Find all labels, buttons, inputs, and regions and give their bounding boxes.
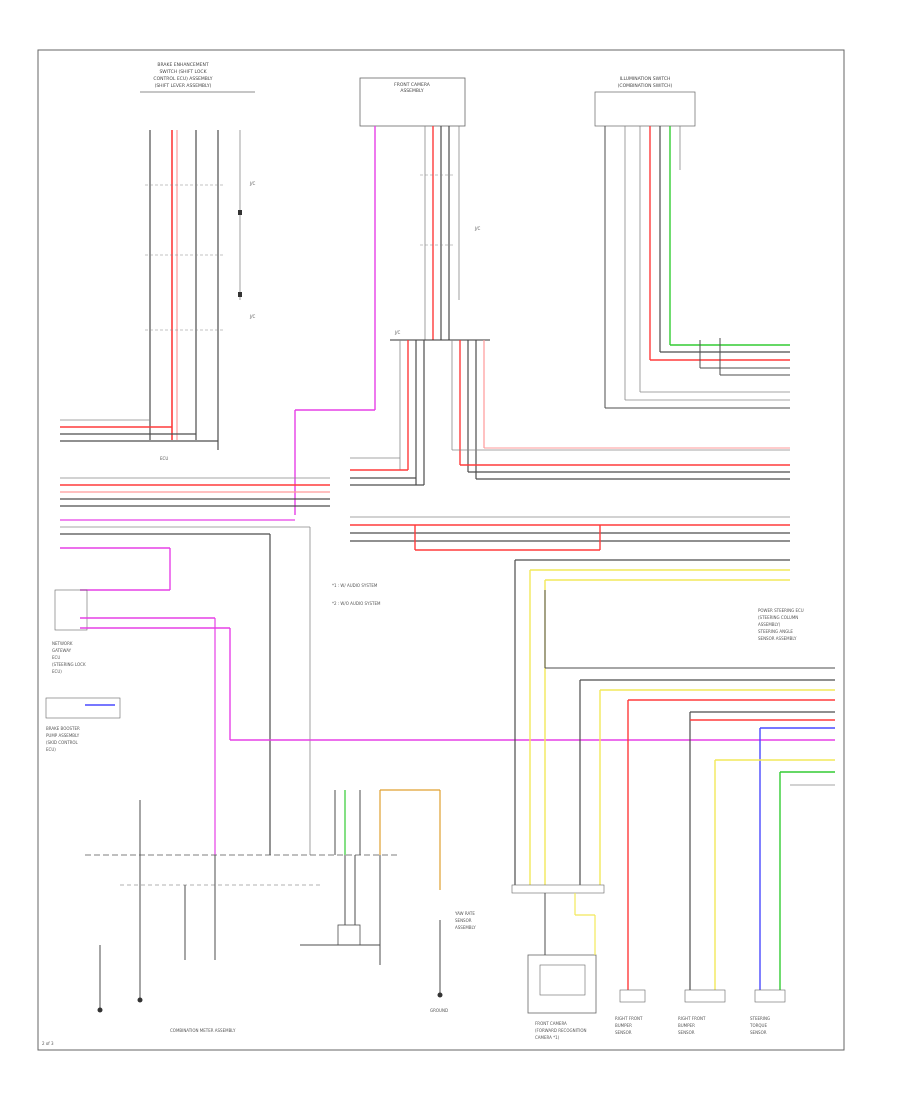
caption-line: SENSOR ASSEMBLY xyxy=(758,636,797,641)
caption-line: ECU xyxy=(52,655,60,660)
caption-line: SENSOR xyxy=(615,1030,632,1035)
caption-line: ECU) xyxy=(52,669,62,674)
caption-line: BUMPER xyxy=(615,1023,632,1028)
caption-line: FRONT CAMERA xyxy=(535,1021,567,1026)
caption-line: (COMBINATION SWITCH) xyxy=(618,83,673,89)
caption-line: SENSOR xyxy=(455,918,472,923)
caption-line: (STEERING LOCK xyxy=(52,662,86,667)
right-bus-group: POWER STEERING ECU (STEERING COLUMN ASSE… xyxy=(514,559,835,990)
left-lower-component: BRAKE BOOSTER PUMP ASSEMBLY (SKID CONTRO… xyxy=(45,697,121,752)
caption-line: BRAKE ENHANCEMENT xyxy=(157,62,208,68)
caption-line: SENSOR xyxy=(750,1030,767,1035)
left-bus-group-2 xyxy=(60,477,330,855)
caption-line: NETWORK xyxy=(52,641,73,646)
bottom-left-caption: COMBINATION METER ASSEMBLY xyxy=(170,1028,236,1033)
caption-line: ASSEMBLY xyxy=(400,88,424,94)
caption-line: CAMERA *1) xyxy=(535,1035,560,1040)
caption-line: SENSOR xyxy=(678,1030,695,1035)
junction-label: J/C xyxy=(394,330,401,335)
caption-line: (SHIFT LEVER ASSEMBLY) xyxy=(155,83,212,89)
svg-text:J/C: J/C xyxy=(249,181,256,186)
caption-line: RIGHT FRONT xyxy=(678,1016,706,1021)
caption-line: STEERING xyxy=(750,1016,770,1021)
caption-line: FRONT CAMERA xyxy=(394,82,431,88)
caption-line: CONTROL ECU) ASSEMBLY xyxy=(153,76,212,82)
ground-label: GROUND xyxy=(430,1008,448,1013)
caption-line: ECU) xyxy=(46,747,56,752)
caption-line: ILLUMINATION SWITCH xyxy=(620,76,671,82)
top-right-component: ILLUMINATION SWITCH (COMBINATION SWITCH) xyxy=(594,76,790,409)
caption-line: (FORWARD RECOGNITION xyxy=(535,1028,587,1033)
caption-line: GATEWAY xyxy=(52,648,72,653)
caption-line: POWER STEERING ECU xyxy=(758,608,804,613)
left-mid-component: NETWORK GATEWAY ECU (STEERING LOCK ECU) xyxy=(52,589,835,855)
central-connector: J/C xyxy=(390,330,490,485)
caption-line: (SKID CONTROL xyxy=(46,740,79,745)
caption-line: BRAKE BOOSTER xyxy=(46,726,80,731)
top-left-component: BRAKE ENHANCEMENT SWITCH (SHIFT LOCK CON… xyxy=(140,62,256,450)
caption-line: (STEERING COLUMN xyxy=(758,615,798,620)
legend-item-2: *2 : W/O AUDIO SYSTEM xyxy=(332,601,381,606)
diagram-frame xyxy=(37,49,845,1051)
svg-text:J/C: J/C xyxy=(474,226,481,231)
top-center-component: FRONT CAMERA ASSEMBLY J/C xyxy=(294,77,481,515)
caption-line: STEERING ANGLE xyxy=(758,629,793,634)
caption-line: ASSEMBLY xyxy=(455,925,476,930)
svg-text:J/C: J/C xyxy=(249,314,256,319)
legend: *1 : W/ AUDIO SYSTEM *2 : W/O AUDIO SYST… xyxy=(332,583,381,606)
legend-item-1: *1 : W/ AUDIO SYSTEM xyxy=(332,583,378,588)
left-bus-group-1: ECU xyxy=(60,419,218,461)
svg-text:ECU: ECU xyxy=(160,456,168,461)
caption-line: RIGHT FRONT xyxy=(615,1016,643,1021)
page-ref: 2 of 3 xyxy=(42,1041,54,1046)
caption-line: SWITCH (SHIFT LOCK xyxy=(159,69,207,75)
caption-line: ASSEMBLY) xyxy=(758,622,781,627)
caption-line: BUMPER xyxy=(678,1023,695,1028)
caption-line: YAW RATE xyxy=(454,911,475,916)
caption-line: TORQUE xyxy=(749,1023,767,1028)
middle-bus-group xyxy=(350,447,790,551)
bottom-right-components: FRONT CAMERA (FORWARD RECOGNITION CAMERA… xyxy=(511,884,786,1040)
caption-line: PUMP ASSEMBLY xyxy=(46,733,80,738)
combination-meter: COMBINATION METER ASSEMBLY YAW RATE SENS… xyxy=(85,789,476,1033)
